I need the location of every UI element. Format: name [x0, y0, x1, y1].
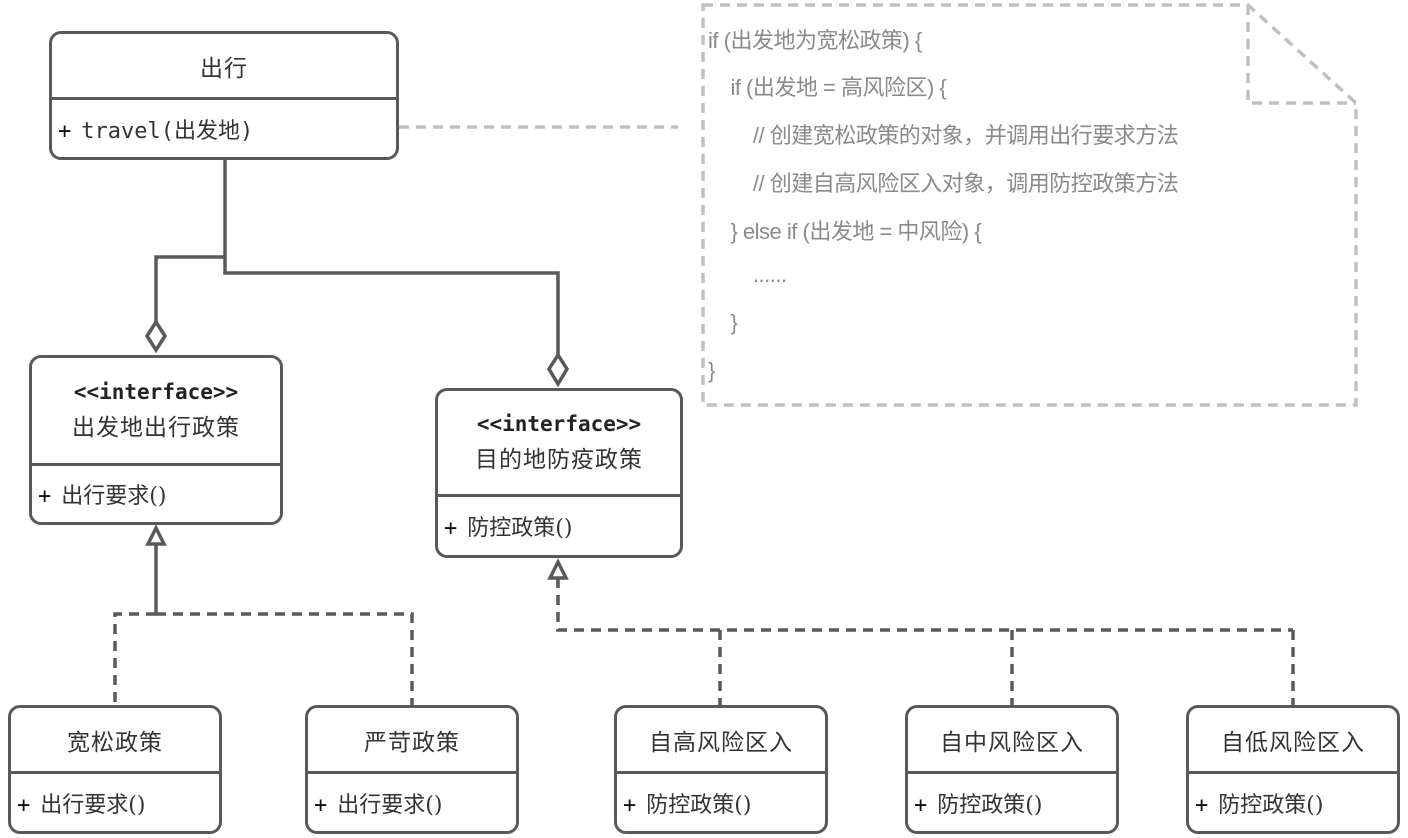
class-strict-policy[interactable]: 严苛政策 + 出行要求() — [305, 705, 519, 834]
operation-signature: 出行要求() — [40, 792, 146, 818]
operation: + 出行要求() — [17, 787, 145, 819]
class-travel[interactable]: 出行 + travel(出发地) — [49, 31, 399, 160]
realization-line-strict — [156, 612, 414, 706]
class-header: 宽松政策 — [11, 708, 219, 774]
visibility-public: + — [38, 484, 52, 509]
operation-signature: 防控政策() — [937, 792, 1043, 818]
interface-origin-policy[interactable]: <<interface>> 出发地出行政策 + 出行要求() — [29, 355, 283, 525]
note-outline — [701, 3, 1358, 407]
class-name: 严苛政策 — [364, 729, 460, 756]
operation-signature: 出行要求() — [61, 484, 167, 509]
operation-signature: 出行要求() — [337, 792, 443, 818]
class-name: 自低风险区入 — [1221, 729, 1365, 756]
operation-signature: 防控政策() — [646, 792, 752, 818]
class-operations: + 出行要求() — [308, 774, 516, 831]
visibility-public: + — [1195, 792, 1209, 818]
class-header: <<interface>> 出发地出行政策 — [32, 358, 280, 466]
class-name: 出行 — [200, 55, 248, 82]
class-operations: + 出行要求() — [32, 466, 280, 522]
operation: + 出行要求() — [314, 787, 442, 819]
note-line: } else if (出发地 = 中风险) { — [708, 219, 982, 244]
operation-signature: travel(出发地) — [81, 118, 254, 144]
aggregation-line-origin — [154, 157, 227, 322]
operation: + 防控政策() — [623, 787, 751, 819]
note-line: } — [708, 310, 738, 335]
operation: + 防控政策() — [444, 510, 572, 542]
class-operations: + travel(出发地) — [52, 100, 396, 157]
operation-signature: 防控政策() — [1218, 792, 1324, 818]
class-header: 出行 — [52, 34, 396, 100]
class-name: 出发地出行政策 — [72, 414, 240, 441]
class-high-risk-entry[interactable]: 自高风险区入 + 防控政策() — [614, 705, 828, 834]
aggregation-line-destination — [223, 257, 560, 355]
operation: + 出行要求() — [38, 478, 166, 510]
note-line: if (出发地为宽松政策) { — [708, 28, 922, 53]
class-operations: + 防控政策() — [438, 497, 680, 555]
note-line: // 创建自高风险区入对象，调用防控政策方法 — [708, 171, 1179, 196]
class-lenient-policy[interactable]: 宽松政策 + 出行要求() — [8, 705, 222, 834]
operation-signature: 防控政策() — [467, 516, 573, 541]
class-operations: + 出行要求() — [11, 774, 219, 831]
realization-arrow-destination-icon — [547, 558, 569, 580]
aggregation-connectors — [154, 157, 560, 355]
realization-line-lenient — [113, 612, 156, 706]
class-name: 自高风险区入 — [649, 729, 793, 756]
stereotype-label: <<interface>> — [476, 411, 642, 436]
note-line: // 创建宽松政策的对象，并调用出行要求方法 — [708, 123, 1179, 148]
visibility-public: + — [314, 792, 328, 818]
note-fold — [1246, 5, 1356, 105]
class-low-risk-entry[interactable]: 自低风险区入 + 防控政策() — [1186, 705, 1400, 834]
class-header: 自低风险区入 — [1189, 708, 1397, 774]
realization-connectors-destination — [556, 578, 1295, 706]
visibility-public: + — [17, 792, 31, 818]
class-header: 严苛政策 — [308, 708, 516, 774]
stereotype-label: <<interface>> — [73, 379, 239, 404]
class-operations: + 防控政策() — [908, 774, 1116, 831]
class-name: 宽松政策 — [67, 729, 163, 756]
diamond-origin-icon — [144, 318, 168, 354]
visibility-public: + — [444, 516, 458, 541]
interface-destination-policy[interactable]: <<interface>> 目的地防疫政策 + 防控政策() — [435, 388, 683, 558]
class-operations: + 防控政策() — [1189, 774, 1397, 831]
class-name: 自中风险区入 — [940, 729, 1084, 756]
class-header: 自高风险区入 — [617, 708, 825, 774]
diamond-destination-icon — [546, 351, 570, 388]
visibility-public: + — [58, 118, 72, 144]
operation: + 防控政策() — [914, 787, 1042, 819]
visibility-public: + — [623, 792, 637, 818]
realization-arrow-origin-icon — [145, 524, 167, 546]
class-header: <<interface>> 目的地防疫政策 — [438, 391, 680, 497]
visibility-public: + — [914, 792, 928, 818]
note-line: if (出发地 = 高风险区) { — [708, 75, 947, 100]
class-name: 目的地防疫政策 — [475, 446, 643, 473]
note-line: ...... — [708, 262, 787, 287]
realization-trunk-destination — [556, 578, 1293, 632]
note-line: } — [708, 358, 715, 383]
class-mid-risk-entry[interactable]: 自中风险区入 + 防控政策() — [905, 705, 1119, 834]
operation: + travel(出发地) — [58, 113, 253, 145]
code-note — [701, 3, 1358, 407]
class-operations: + 防控政策() — [617, 774, 825, 831]
class-header: 自中风险区入 — [908, 708, 1116, 774]
realization-connectors-origin — [113, 544, 414, 706]
aggregation-diamonds — [144, 318, 570, 388]
operation: + 防控政策() — [1195, 787, 1323, 819]
